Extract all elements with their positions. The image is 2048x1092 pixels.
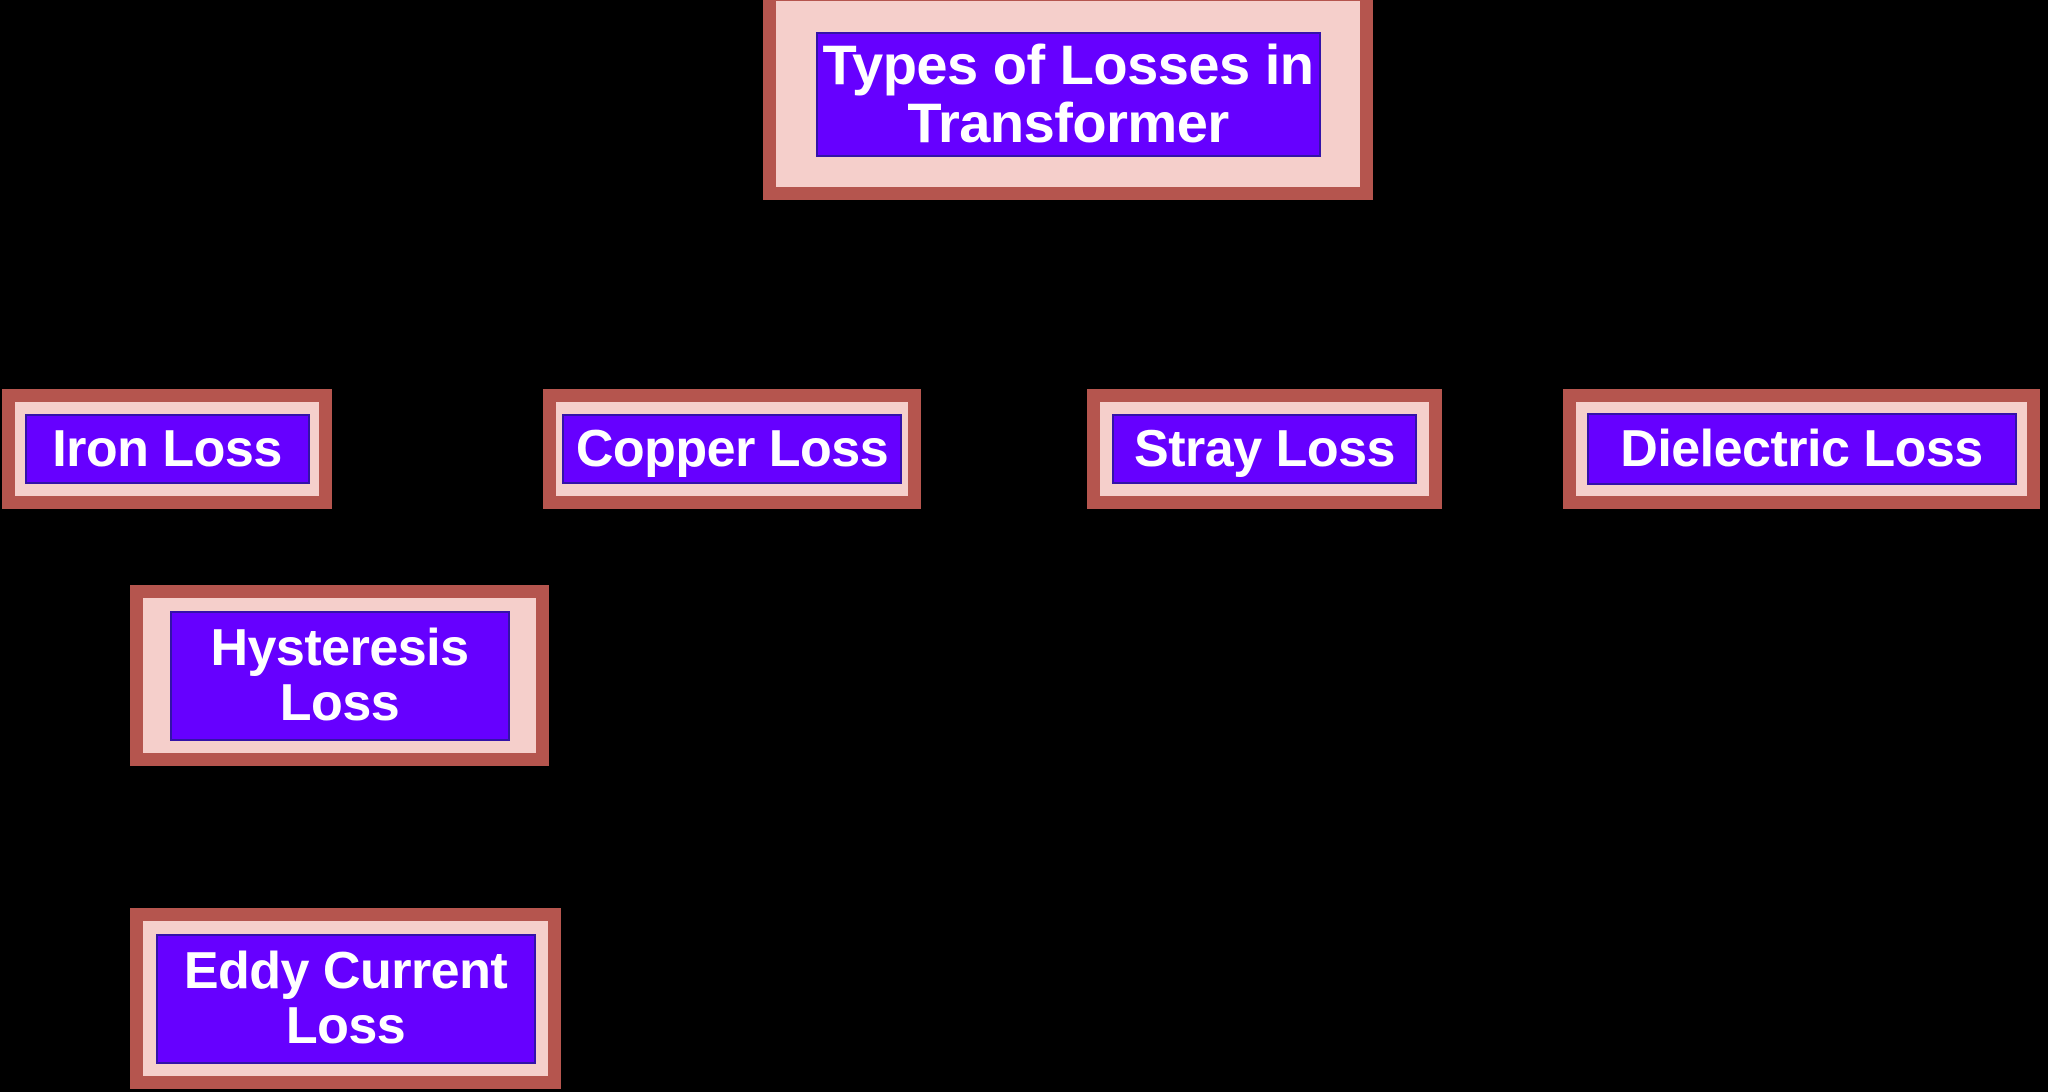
arrow-down-icon-stray bbox=[1210, 375, 1224, 387]
node-label-dielectric-loss: Dielectric Loss bbox=[1586, 413, 2017, 485]
node-label-stray-loss: Stray Loss bbox=[1112, 414, 1417, 484]
arrow-down-icon-iron bbox=[126, 375, 140, 387]
arrow-right-icon-hysteresis bbox=[122, 668, 132, 682]
node-label-copper-loss: Copper Loss bbox=[562, 414, 902, 484]
connector-stub-eddy-left bbox=[126, 1000, 133, 1016]
node-iron-loss[interactable]: Iron Loss bbox=[2, 389, 332, 509]
node-label-iron-loss: Iron Loss bbox=[24, 414, 310, 484]
node-root-types-of-losses[interactable]: Types of Losses in Transformer bbox=[763, 0, 1373, 200]
node-hysteresis-loss[interactable]: Hysteresis Loss bbox=[130, 585, 549, 766]
node-dielectric-loss[interactable]: Dielectric Loss bbox=[1563, 389, 2040, 509]
node-stray-loss[interactable]: Stray Loss bbox=[1087, 389, 1442, 509]
arrow-down-icon-copper bbox=[720, 375, 734, 387]
node-copper-loss[interactable]: Copper Loss bbox=[543, 389, 921, 509]
node-label-eddy-current-loss: Eddy Current Loss bbox=[155, 933, 536, 1064]
node-label-root: Types of Losses in Transformer bbox=[815, 31, 1321, 157]
node-eddy-current-loss[interactable]: Eddy Current Loss bbox=[130, 908, 561, 1089]
arrow-down-icon-dielectric bbox=[1750, 375, 1764, 387]
node-label-hysteresis-loss: Hysteresis Loss bbox=[169, 610, 510, 741]
